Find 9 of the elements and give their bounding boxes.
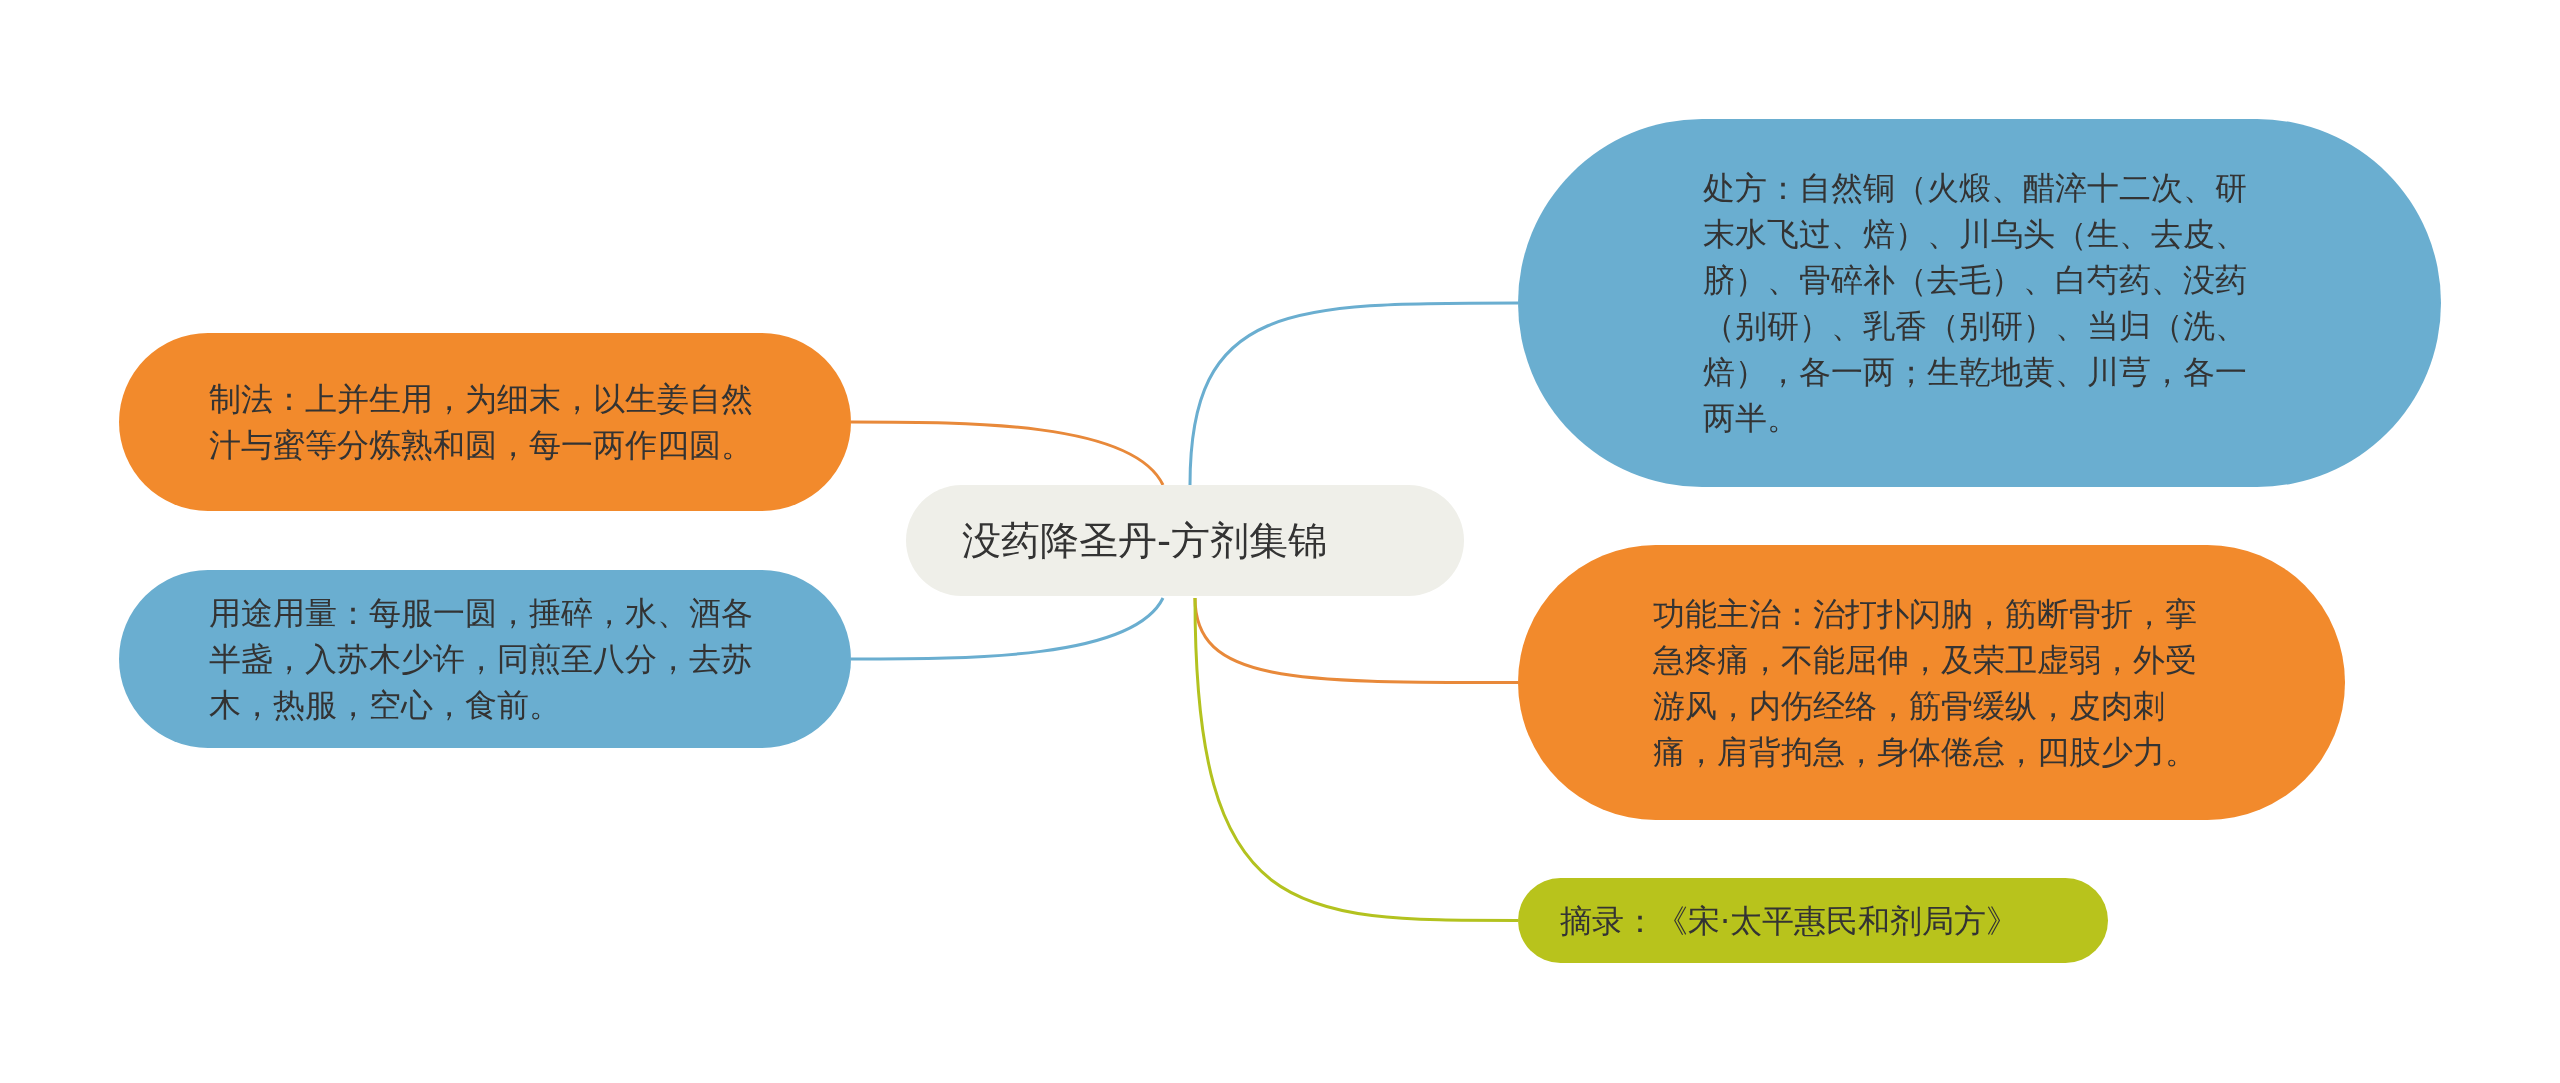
topic-text: 用途用量：每服一圆，捶碎，水、酒各半盏，入苏木少许，同煎至八分，去苏木，热服，空心，食前。 bbox=[209, 593, 754, 726]
connector-line bbox=[851, 420, 1165, 486]
connector-line bbox=[851, 597, 1165, 661]
connector-line bbox=[1188, 301, 1518, 486]
topic-text: 没药降圣丹-方剂集锦 bbox=[962, 517, 1329, 564]
topic-text: 处方：自然铜（火煅、醋淬十二次、研末水飞过、焙）、川乌头（生、去皮、脐）、骨碎补（去毛）、白芍药、没药（别研）、乳香（别研）、当归（洗、焙），各一两；生乾地黄、川芎，各一两半。 bbox=[1703, 168, 2248, 439]
topic-text: 制法：上并生用，为细末，以生姜自然汁与蜜等分炼熟和圆，每一两作四圆。 bbox=[209, 379, 754, 466]
topic-text: 摘录：《宋·太平惠民和剂局方》 bbox=[1560, 900, 2020, 942]
topic-text: 功能主治：治打扑闪肭，筋断骨折，挛急疼痛，不能屈伸，及荣卫虚弱，外受游风，内伤经络，筋骨缓纵，皮肉刺痛，肩背拘急，身体倦怠，四肢少力。 bbox=[1653, 593, 2198, 773]
